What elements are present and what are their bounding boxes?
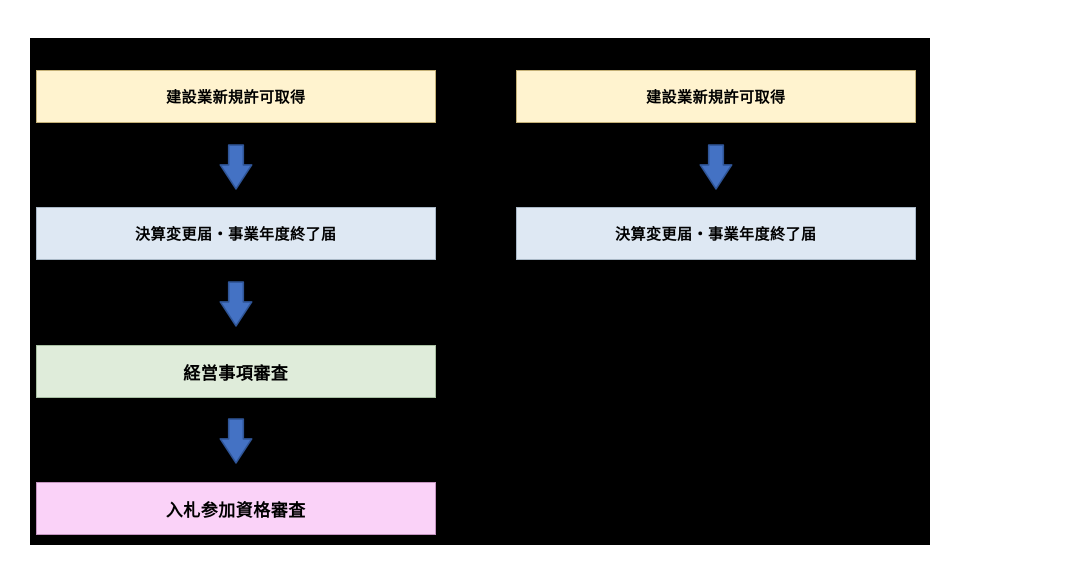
flow-box-new-license-right: 建設業新規許可取得 <box>516 70 916 123</box>
flow-box-annual-report-right: 決算変更届・事業年度終了届 <box>516 207 916 260</box>
down-arrow-icon <box>218 418 254 464</box>
down-arrow-glyph <box>219 144 253 190</box>
down-arrow-icon <box>218 144 254 190</box>
flow-box-new-license-left: 建設業新規許可取得 <box>36 70 436 123</box>
down-arrow-icon <box>218 281 254 327</box>
flow-box-annual-report-left: 決算変更届・事業年度終了届 <box>36 207 436 260</box>
flowchart-canvas: 建設業新規許可取得 決算変更届・事業年度終了届 経営事項審査 入札参加資格審査 … <box>30 38 930 545</box>
down-arrow-glyph <box>699 144 733 190</box>
flow-box-management-review: 経営事項審査 <box>36 345 436 398</box>
down-arrow-glyph <box>219 418 253 464</box>
down-arrow-icon <box>698 144 734 190</box>
down-arrow-glyph <box>219 281 253 327</box>
flow-box-bid-qualification: 入札参加資格審査 <box>36 482 436 535</box>
